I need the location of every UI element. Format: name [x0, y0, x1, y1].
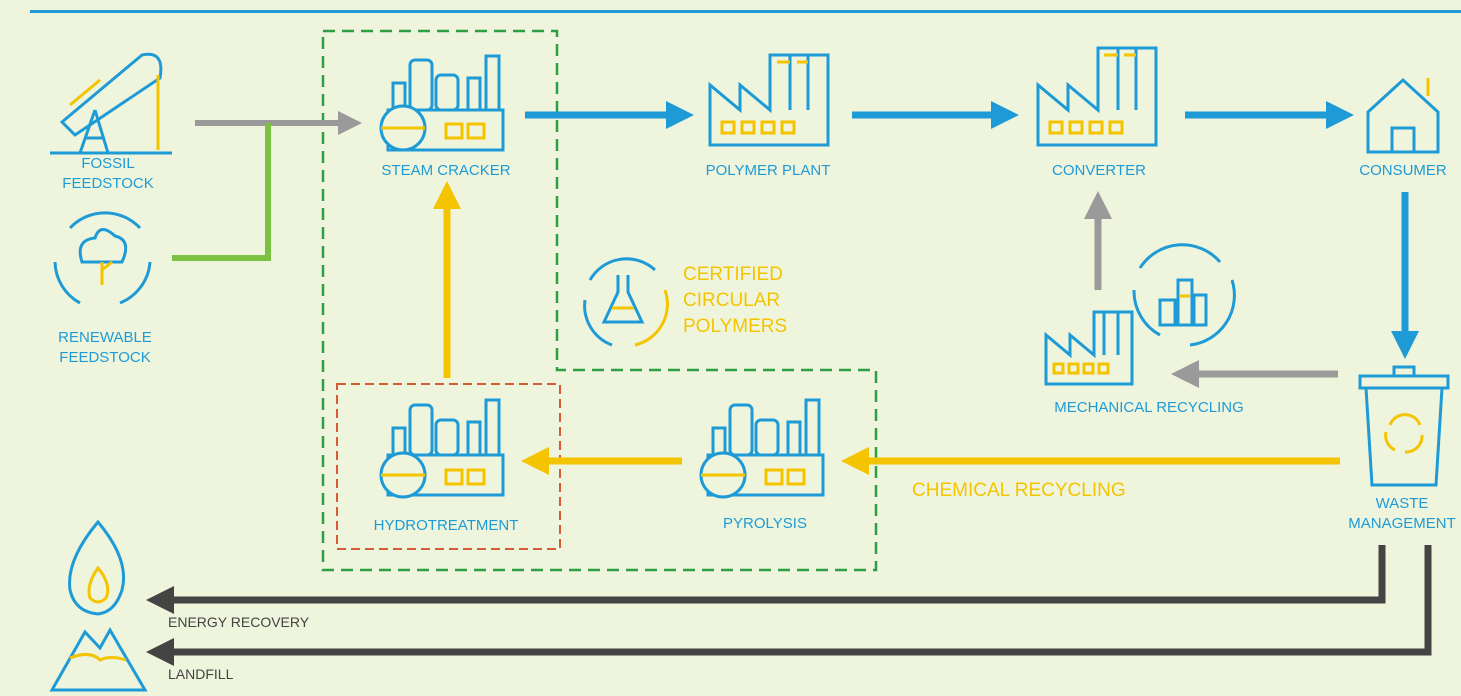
certified-label-line1: CERTIFIED — [683, 264, 783, 285]
factory-icon-converter — [1036, 46, 1158, 147]
pyrolysis-label: PYROLYSIS — [723, 515, 807, 532]
hydrotreatment-plant-icon — [379, 398, 505, 499]
consumer-label: CONSUMER — [1359, 162, 1447, 179]
flame-mountain-icon — [49, 519, 148, 692]
fossil-label-line1: FOSSIL — [81, 155, 135, 172]
arrow-landfill — [146, 545, 1432, 666]
energy-recovery-label: ENERGY RECOVERY — [168, 614, 310, 630]
arrow-energy-recovery — [146, 545, 1386, 614]
certified-label-line3: POLYMERS — [683, 316, 788, 337]
renewable-label-line1: RENEWABLE — [58, 329, 152, 346]
waste-bin-icon — [1358, 365, 1450, 487]
mechanical-recycling-label: MECHANICAL RECYCLING — [1054, 399, 1244, 416]
steam-cracker-label: STEAM CRACKER — [381, 162, 511, 179]
arrow-renewable-to-cracker — [172, 123, 271, 261]
oil-pump-icon — [50, 52, 172, 155]
certified-label-line2: CIRCULAR — [683, 290, 781, 311]
waste-label-line1: WASTE — [1375, 495, 1429, 512]
factory-icon-mechanical — [1044, 310, 1134, 386]
landfill-label: LANDFILL — [168, 666, 234, 682]
certified-boundary-green — [321, 29, 878, 572]
converter-label: CONVERTER — [1052, 162, 1146, 179]
tree-cycle-icon — [53, 211, 152, 305]
flask-cycle-icon — [583, 257, 669, 347]
chemical-recycling-label: CHEMICAL RECYCLING — [912, 480, 1126, 501]
waste-label-line2: MANAGEMENT — [1348, 515, 1456, 532]
pyrolysis-plant-icon — [699, 398, 825, 499]
fossil-label-line2: FEEDSTOCK — [62, 175, 154, 192]
renewable-label-line2: FEEDSTOCK — [59, 349, 151, 366]
hydrotreatment-label: HYDROTREATMENT — [373, 517, 519, 534]
house-icon — [1366, 77, 1440, 154]
steam-cracker-icon — [379, 54, 505, 152]
bottles-cycle-icon — [1132, 243, 1236, 347]
top-banner-line — [30, 10, 1461, 13]
polymer-plant-label: POLYMER PLANT — [705, 162, 831, 179]
hydrotreatment-boundary-red — [336, 383, 561, 550]
factory-icon — [708, 53, 830, 147]
